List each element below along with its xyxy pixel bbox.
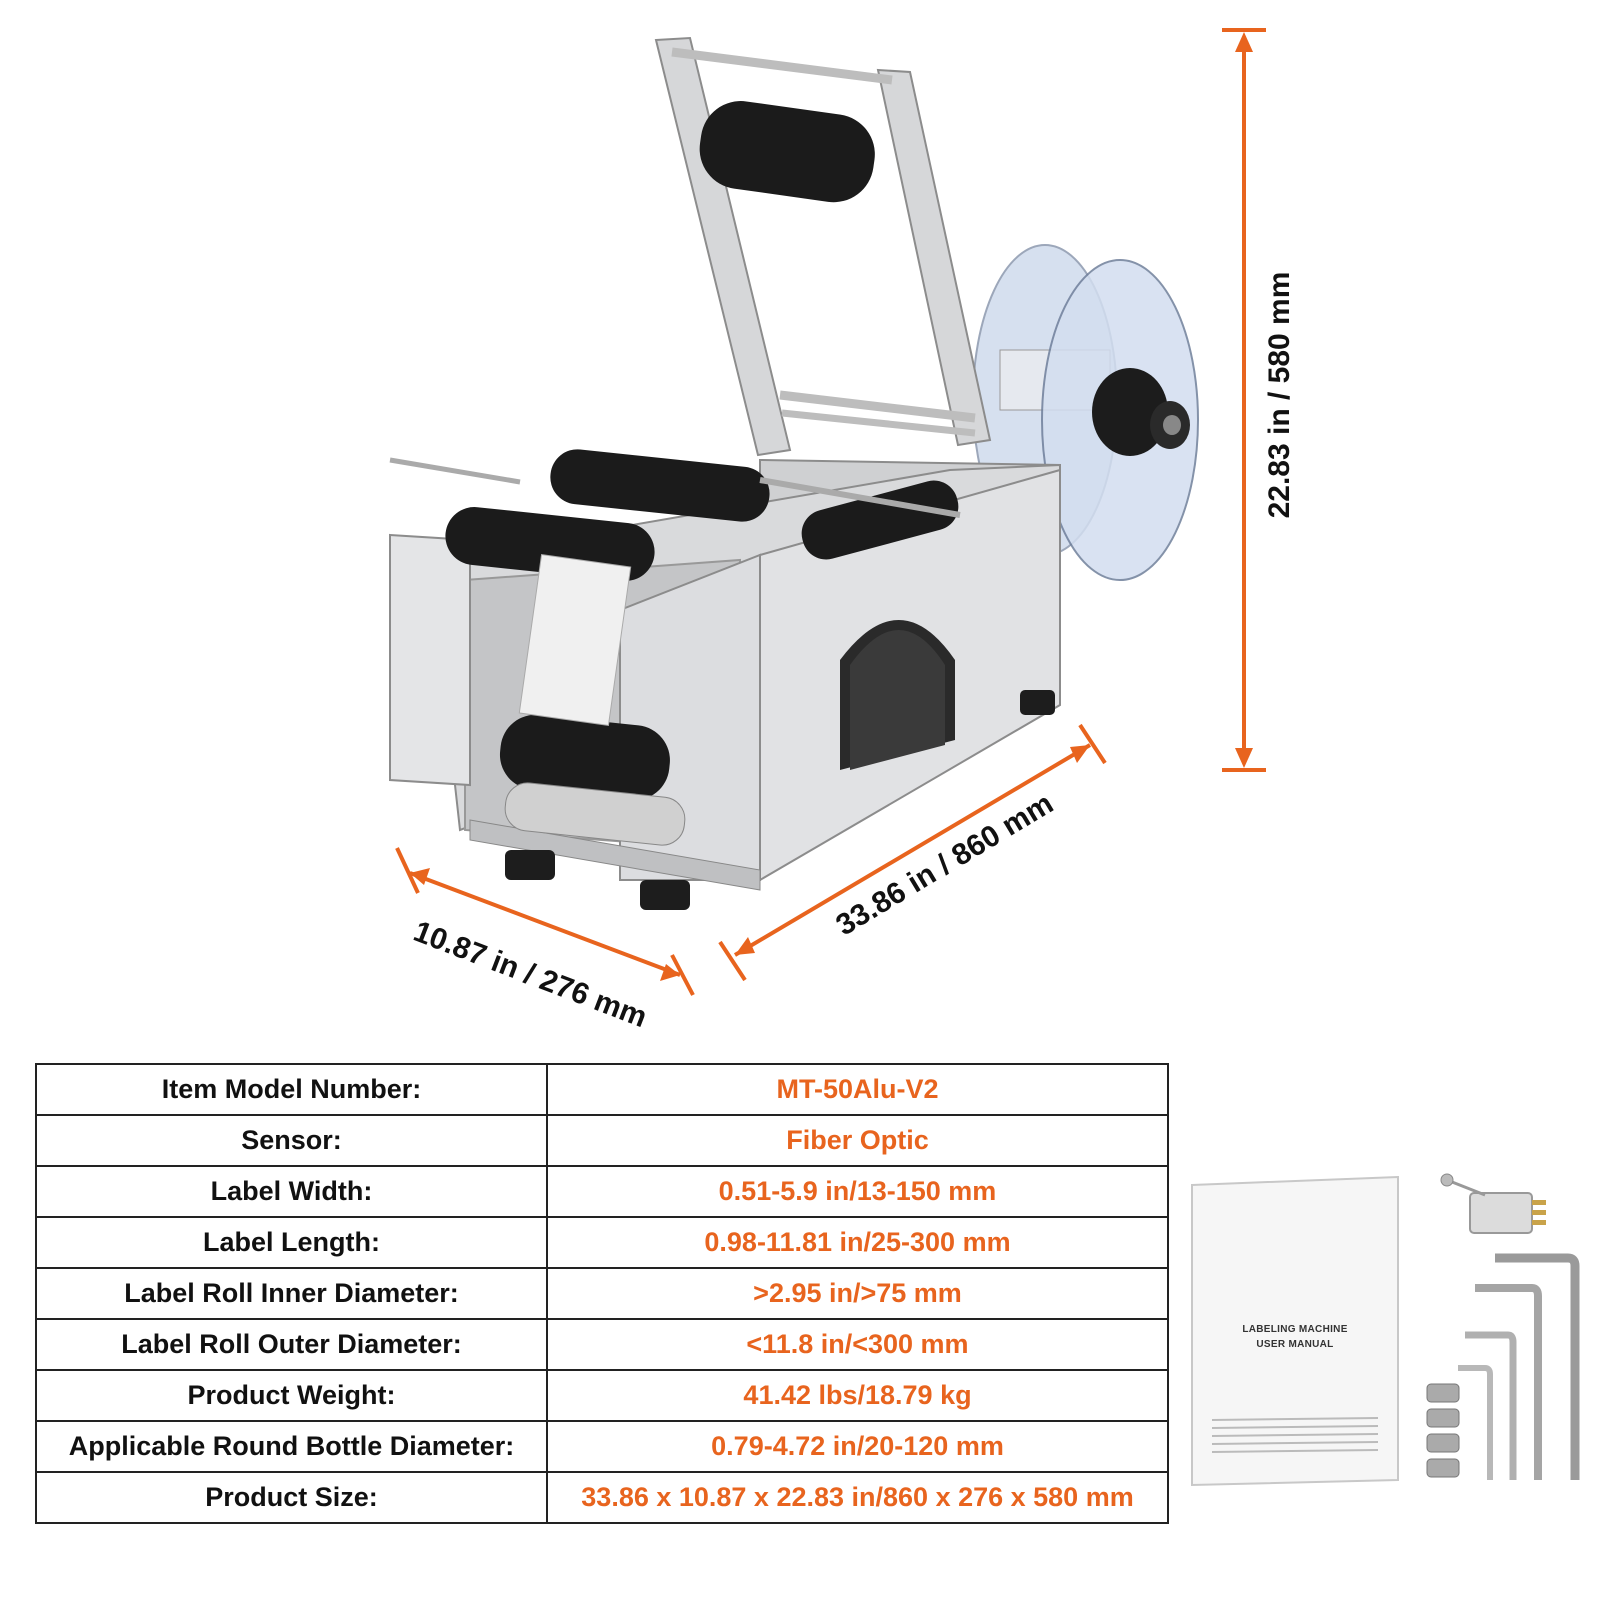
table-row: Label Roll Inner Diameter: >2.95 in/>75 … bbox=[35, 1267, 1169, 1320]
table-row: Product Weight: 41.42 lbs/18.79 kg bbox=[35, 1369, 1169, 1422]
spec-table: Item Model Number: MT-50Alu-V2 Sensor: F… bbox=[35, 1063, 1169, 1524]
table-row: Item Model Number: MT-50Alu-V2 bbox=[35, 1063, 1169, 1116]
spec-label: Label Roll Inner Diameter: bbox=[35, 1267, 548, 1320]
height-dimension-arrow bbox=[1222, 28, 1266, 772]
spec-label: Label Length: bbox=[35, 1216, 548, 1269]
spec-label: Product Weight: bbox=[35, 1369, 548, 1422]
spec-label: Product Size: bbox=[35, 1471, 548, 1524]
table-row: Label Roll Outer Diameter: <11.8 in/<300… bbox=[35, 1318, 1169, 1371]
height-dimension-label: 22.83 in / 580 mm bbox=[1263, 271, 1296, 519]
spec-value: <11.8 in/<300 mm bbox=[546, 1318, 1169, 1371]
spec-label: Label Roll Outer Diameter: bbox=[35, 1318, 548, 1371]
spec-value: 0.79-4.72 in/20-120 mm bbox=[546, 1420, 1169, 1473]
spec-value: 0.98-11.81 in/25-300 mm bbox=[546, 1216, 1169, 1269]
spec-label: Sensor: bbox=[35, 1114, 548, 1167]
rollers bbox=[389, 449, 961, 846]
spec-value: 0.51-5.9 in/13-150 mm bbox=[546, 1165, 1169, 1218]
manual-title-line1: LABELING MACHINE bbox=[1242, 1324, 1348, 1335]
spec-value: Fiber Optic bbox=[546, 1114, 1169, 1167]
spec-label: Item Model Number: bbox=[35, 1063, 548, 1116]
table-row: Sensor: Fiber Optic bbox=[35, 1114, 1169, 1167]
spec-value: MT-50Alu-V2 bbox=[546, 1063, 1169, 1116]
table-row: Applicable Round Bottle Diameter: 0.79-4… bbox=[35, 1420, 1169, 1473]
spec-value: 33.86 x 10.87 x 22.83 in/860 x 276 x 580… bbox=[546, 1471, 1169, 1524]
manual-title-line2: USER MANUAL bbox=[1256, 1339, 1334, 1350]
spec-value: 41.42 lbs/18.79 kg bbox=[546, 1369, 1169, 1422]
table-row: Label Width: 0.51-5.9 in/13-150 mm bbox=[35, 1165, 1169, 1218]
manual-title: LABELING MACHINE USER MANUAL bbox=[1190, 1322, 1400, 1352]
width-dimension-arrow bbox=[395, 847, 695, 996]
table-row: Label Length: 0.98-11.81 in/25-300 mm bbox=[35, 1216, 1169, 1269]
spec-label: Label Width: bbox=[35, 1165, 548, 1218]
top-arm-frame bbox=[654, 36, 992, 457]
spec-label: Applicable Round Bottle Diameter: bbox=[35, 1420, 548, 1473]
table-row: Product Size: 33.86 x 10.87 x 22.83 in/8… bbox=[35, 1471, 1169, 1524]
length-dimension-arrow bbox=[718, 723, 1107, 982]
spec-value: >2.95 in/>75 mm bbox=[546, 1267, 1169, 1320]
